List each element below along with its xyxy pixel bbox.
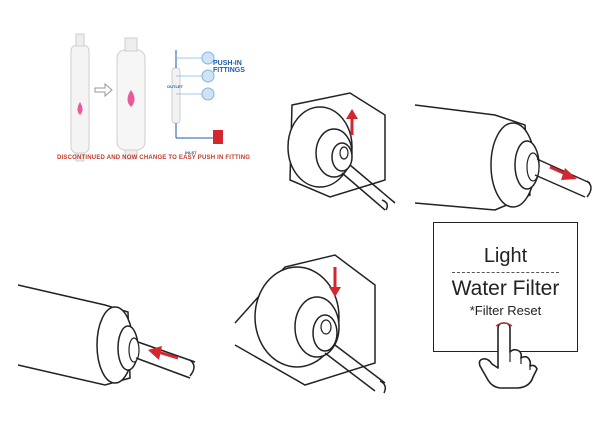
light-label: Light: [483, 245, 528, 267]
red-arrow-left-icon: [148, 346, 179, 360]
divider: [452, 272, 559, 273]
new-filter-image: [116, 37, 146, 160]
step3-drawing: [17, 284, 196, 386]
filter-reset-display: Light Water Filter *Filter Reset: [433, 222, 578, 352]
step1-drawing: [287, 92, 396, 211]
discontinued-notice: DISCONTINUED AND NOW CHANGE TO EASY PUSH…: [57, 155, 251, 161]
legacy-filter-illustration: [70, 33, 223, 162]
old-filter-image: [70, 33, 90, 162]
outlet-label: OUTLET: [167, 84, 183, 89]
pressing-hand-icon: [478, 322, 538, 390]
red-arrow-down-icon: [329, 267, 341, 297]
red-arrow-up-icon: [346, 109, 358, 135]
step4-illustration: [225, 245, 405, 395]
step4-drawing: [234, 254, 387, 394]
step1-illustration: [270, 85, 410, 215]
push-in-title: PUSH-IN FITTINGS: [213, 60, 245, 74]
water-filter-label: Water Filter: [451, 277, 560, 300]
change-arrow-icon: [94, 82, 113, 98]
step3-illustration: [10, 270, 210, 390]
red-arrow-right-icon: [549, 165, 577, 180]
filter-reset-label: *Filter Reset: [469, 303, 542, 318]
step2-illustration: [405, 85, 605, 215]
legacy-filter-panel: PUSH-IN FITTINGS OUTLET INLET: [45, 20, 245, 170]
push-in-title-line1: PUSH-IN: [213, 60, 242, 67]
inlet-label: INLET: [185, 150, 197, 155]
push-in-fitting-diagram: [171, 50, 223, 144]
push-in-title-line2: FITTINGS: [213, 67, 245, 74]
step2-drawing: [414, 104, 592, 211]
